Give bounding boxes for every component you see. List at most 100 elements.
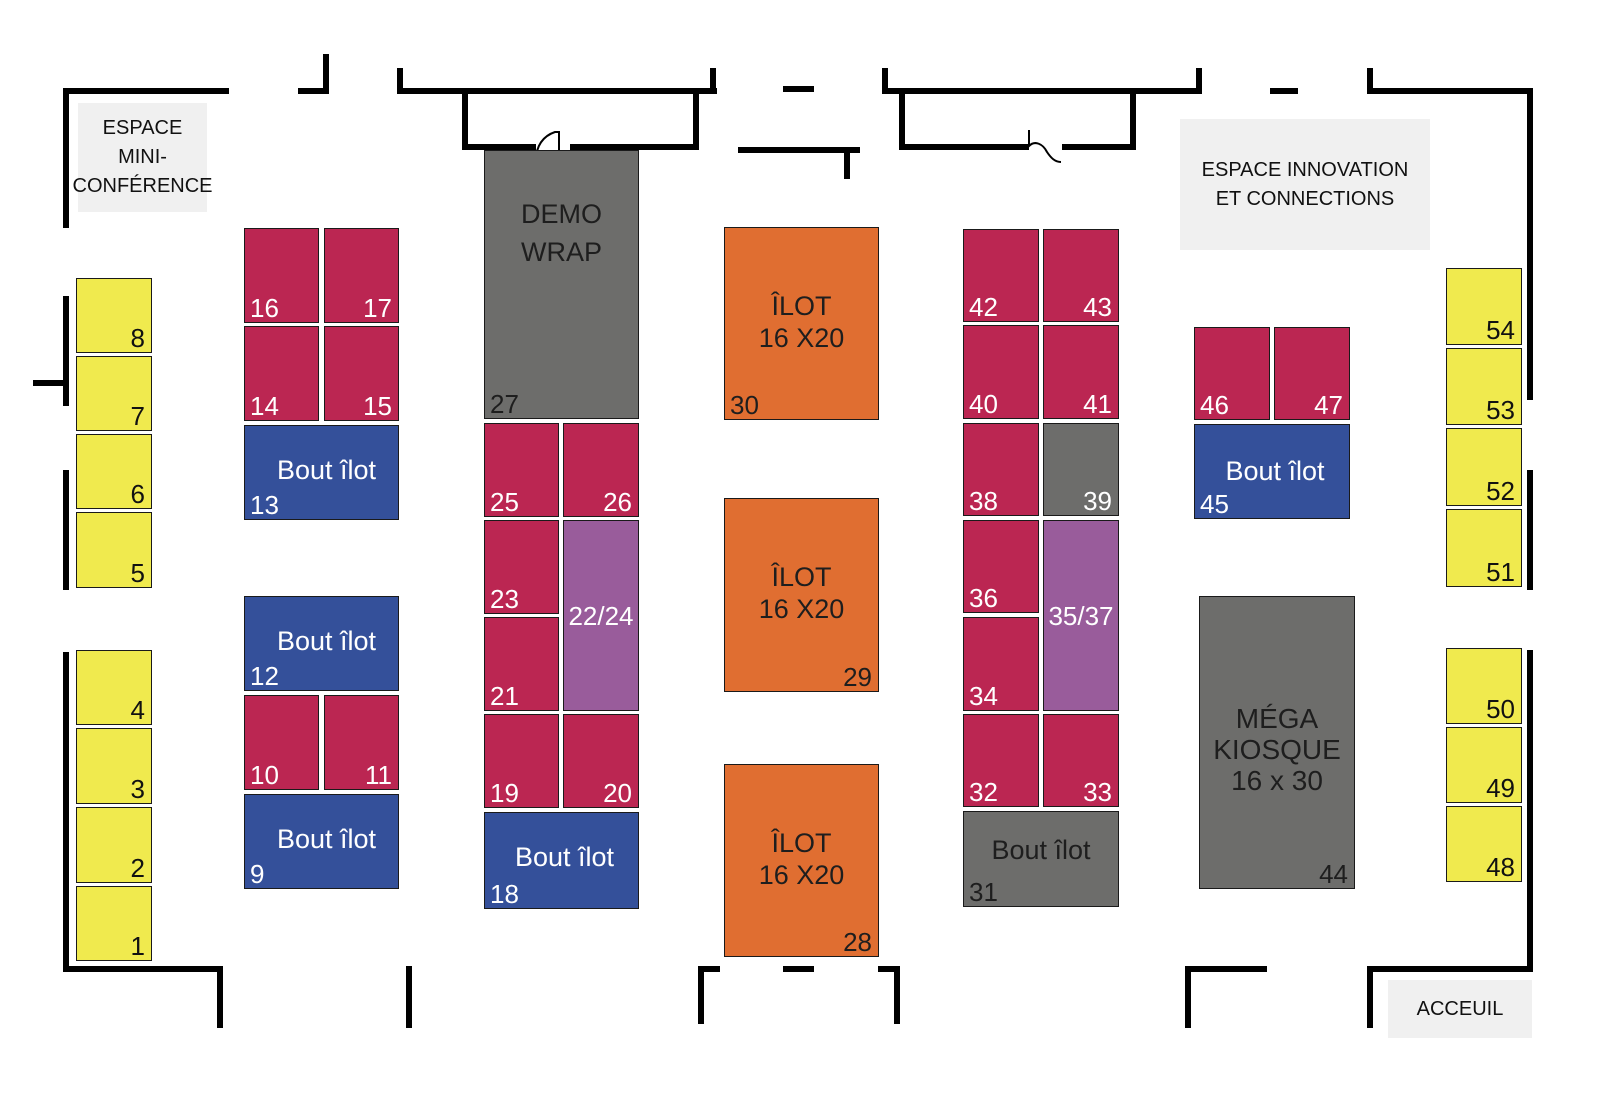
booth-31[interactable]: Bout îlot 31 (963, 811, 1119, 907)
zone-mini-conference: ESPACE MINI- CONFÉRENCE (73, 103, 213, 212)
booth-2[interactable]: 2 (76, 807, 152, 883)
booth-28-ilot[interactable]: ÎLOT 16 X20 28 (724, 764, 879, 957)
booth-10[interactable]: 10 (244, 695, 319, 790)
booth-36[interactable]: 36 (963, 520, 1039, 613)
booth-45[interactable]: Bout îlot 45 (1194, 424, 1350, 519)
booth-3[interactable]: 3 (76, 728, 152, 804)
booth-number: 30 (730, 390, 759, 420)
wall (1367, 68, 1373, 94)
wall (406, 966, 412, 1028)
booth-17[interactable]: 17 (324, 228, 399, 323)
booth-label: ÎLOT 16 X20 (758, 828, 845, 890)
booth-21[interactable]: 21 (484, 617, 559, 711)
booth-51[interactable]: 51 (1446, 509, 1522, 587)
wall (63, 88, 69, 228)
wall (462, 94, 468, 150)
booth-number: 28 (843, 927, 872, 957)
booth-46[interactable]: 46 (1194, 327, 1270, 420)
wall (1527, 470, 1533, 590)
booth-12[interactable]: Bout îlot 12 (244, 596, 399, 691)
booth-29-ilot[interactable]: ÎLOT 16 X20 29 (724, 498, 879, 692)
booth-number: 17 (363, 293, 392, 323)
wall (298, 88, 329, 94)
booth-32[interactable]: 32 (963, 714, 1039, 807)
booth-number: 13 (250, 490, 279, 520)
booth-number: 34 (969, 681, 998, 711)
booth-16[interactable]: 16 (244, 228, 319, 323)
booth-26[interactable]: 26 (563, 423, 639, 517)
booth-43[interactable]: 43 (1043, 229, 1119, 322)
wall (462, 144, 536, 150)
wall (698, 966, 704, 1024)
booth-label: Bout îlot (276, 455, 377, 485)
wall (63, 88, 229, 94)
booth-label: ÎLOT 16 X20 (758, 562, 845, 624)
booth-number: 53 (1486, 395, 1515, 425)
wall (33, 380, 69, 386)
booth-23[interactable]: 23 (484, 520, 559, 614)
wall (710, 68, 716, 94)
booth-33[interactable]: 33 (1043, 714, 1119, 807)
wall (882, 68, 888, 94)
booth-18[interactable]: Bout îlot 18 (484, 812, 639, 909)
booth-49[interactable]: 49 (1446, 727, 1522, 803)
wall (397, 68, 403, 94)
booth-54[interactable]: 54 (1446, 268, 1522, 345)
booth-53[interactable]: 53 (1446, 348, 1522, 425)
booth-11[interactable]: 11 (324, 695, 399, 790)
booth-5[interactable]: 5 (76, 512, 152, 588)
booth-number: 5 (130, 558, 145, 588)
booth-number: 22/24 (568, 600, 634, 631)
booth-number: 19 (490, 778, 519, 808)
booth-35-37[interactable]: 35/37 (1043, 520, 1119, 711)
booth-48[interactable]: 48 (1446, 806, 1522, 882)
wall (1130, 94, 1136, 150)
booth-30-ilot[interactable]: ÎLOT 16 X20 30 (724, 227, 879, 420)
booth-8[interactable]: 8 (76, 278, 152, 353)
wall (783, 86, 814, 92)
booth-20[interactable]: 20 (563, 714, 639, 808)
booth-13[interactable]: Bout îlot 13 (244, 425, 399, 520)
booth-25[interactable]: 25 (484, 423, 559, 517)
booth-50[interactable]: 50 (1446, 648, 1522, 724)
booth-52[interactable]: 52 (1446, 428, 1522, 506)
booth-47[interactable]: 47 (1274, 327, 1350, 420)
wall (693, 94, 699, 150)
wall (63, 652, 69, 972)
booth-number: 15 (363, 391, 392, 421)
booth-38[interactable]: 38 (963, 423, 1039, 516)
booth-27-demo-wrap[interactable]: DEMO WRAP 27 (484, 150, 639, 419)
zone-innovation: ESPACE INNOVATION ET CONNECTIONS (1180, 119, 1430, 250)
booth-34[interactable]: 34 (963, 617, 1039, 711)
booth-number: 44 (1319, 859, 1348, 889)
wall (63, 296, 69, 406)
booth-41[interactable]: 41 (1043, 325, 1119, 419)
booth-number: 9 (250, 859, 265, 889)
booth-44-mega-kiosque[interactable]: MÉGA KIOSQUE 16 x 30 44 (1199, 596, 1355, 889)
booth-number: 23 (490, 584, 519, 614)
booth-19[interactable]: 19 (484, 714, 559, 808)
wall (1367, 88, 1533, 94)
booth-4[interactable]: 4 (76, 650, 152, 725)
door-icon (1028, 130, 1062, 163)
wall (570, 144, 699, 150)
booth-7[interactable]: 7 (76, 356, 152, 431)
wall (323, 54, 329, 94)
booth-14[interactable]: 14 (244, 326, 319, 421)
booth-6[interactable]: 6 (76, 434, 152, 509)
booth-22-24[interactable]: 22/24 (563, 520, 639, 711)
wall (1367, 966, 1373, 1028)
booth-label: ÎLOT 16 X20 (758, 291, 845, 353)
booth-number: 48 (1486, 852, 1515, 882)
booth-42[interactable]: 42 (963, 229, 1039, 322)
booth-1[interactable]: 1 (76, 886, 152, 961)
wall (698, 966, 720, 972)
booth-40[interactable]: 40 (963, 325, 1039, 419)
booth-39[interactable]: 39 (1043, 423, 1119, 516)
booth-number: 16 (250, 293, 279, 323)
booth-number: 4 (130, 695, 145, 725)
booth-15[interactable]: 15 (324, 326, 399, 421)
booth-label: Bout îlot (276, 824, 377, 854)
booth-9[interactable]: Bout îlot 9 (244, 794, 399, 889)
booth-number: 52 (1486, 476, 1515, 506)
